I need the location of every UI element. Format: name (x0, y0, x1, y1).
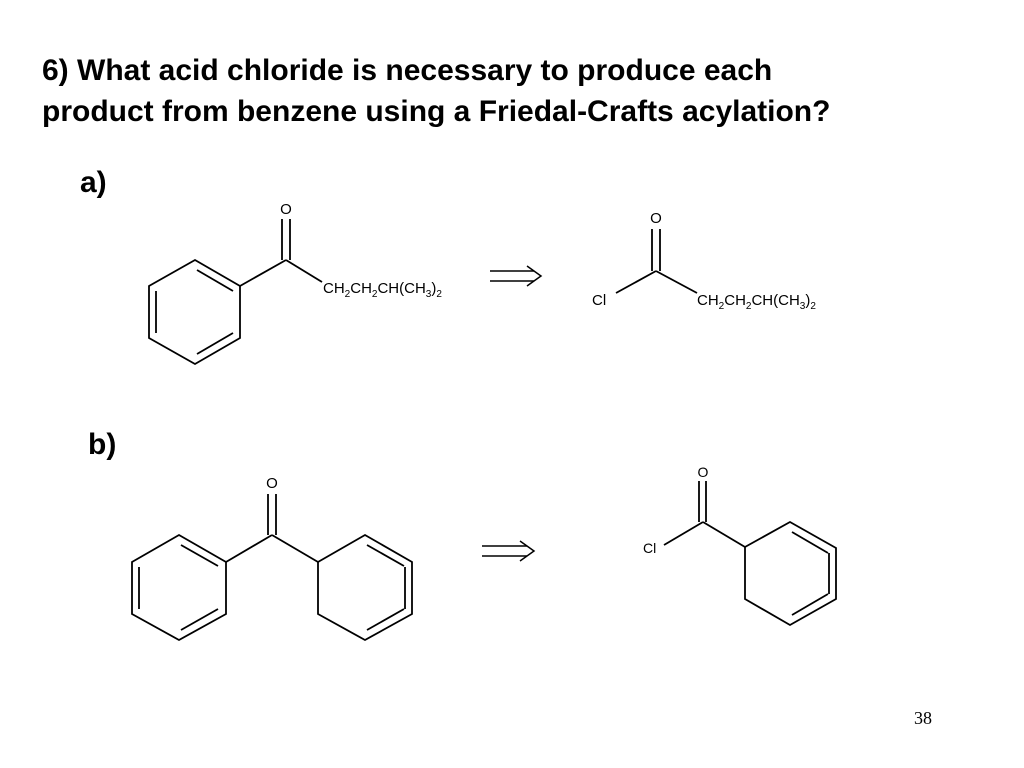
part-a-label: a) (80, 166, 107, 199)
alkyl-chain-label: CH2CH2CH(CH3)2 (697, 292, 816, 312)
carbonyl-chlorine-bond (663, 521, 704, 546)
ring-carbonyl-bond (239, 259, 287, 287)
part-b-reagent: O Cl (643, 464, 837, 627)
benzene-ring (148, 258, 241, 366)
part-a-reagent: O Cl CH2CH2CH(CH3)2 (592, 210, 816, 312)
ring-carbonyl-bond (702, 521, 746, 548)
chlorine-label: Cl (643, 540, 656, 556)
oxygen-label: O (266, 475, 278, 492)
alkyl-chain-label: CH2CH2CH(CH3)2 (323, 280, 442, 300)
chlorine-label: Cl (592, 292, 606, 309)
benzene-ring (744, 520, 837, 627)
ring-carbonyl-bond (271, 534, 319, 563)
page-number: 38 (914, 708, 932, 728)
retrosynthesis-arrow (490, 265, 543, 287)
carbonyl-chain-bond (285, 259, 323, 283)
question-text: 6) What acid chloride is necessary to pr… (42, 50, 1002, 132)
part-a-product: O CH2CH2CH(CH3)2 (148, 201, 442, 366)
ring-carbonyl-bond (225, 534, 273, 563)
part-b-label: b) (88, 428, 117, 461)
carbonyl-chlorine-bond (615, 270, 657, 294)
benzene-ring (131, 533, 227, 642)
oxygen-label: O (698, 464, 709, 480)
oxygen-label: O (650, 210, 662, 227)
retrosynthesis-arrow (482, 540, 536, 562)
question-line-2: product from benzene using a Friedal-Cra… (42, 95, 831, 128)
part-b-product: O (131, 475, 413, 642)
oxygen-label: O (280, 201, 292, 218)
question-line-1: 6) What acid chloride is necessary to pr… (42, 54, 773, 87)
benzene-ring (317, 533, 413, 642)
carbonyl-chain-bond (655, 270, 698, 294)
